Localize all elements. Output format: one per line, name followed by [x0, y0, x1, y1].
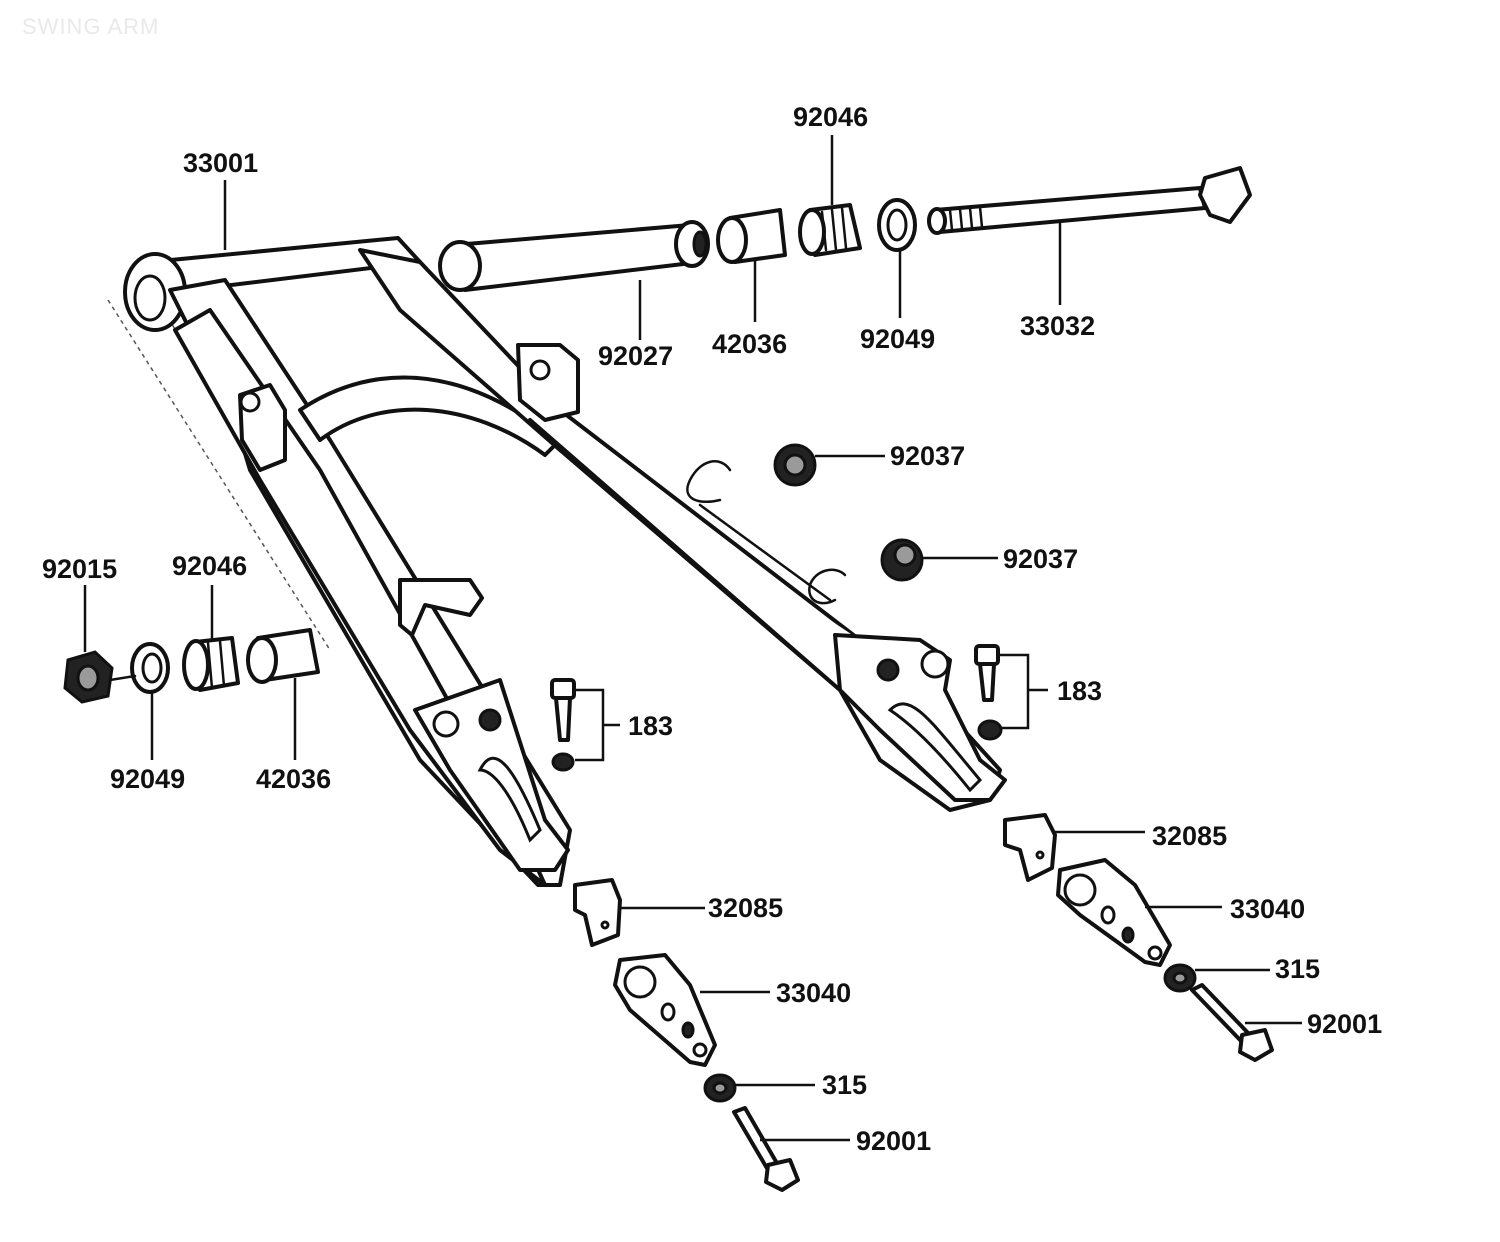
callout-92046-top: 92046	[793, 102, 868, 132]
bolt-183-right	[974, 644, 1003, 741]
callout-92001-right: 92001	[1307, 1009, 1382, 1039]
chain-adjuster-32085-left	[573, 878, 622, 947]
callout-92049-left: 92049	[110, 764, 185, 794]
axle-plate-33040-left	[613, 953, 717, 1067]
swing-arm-frame-icon	[107, 236, 1007, 887]
nut-315-left	[703, 1073, 737, 1103]
bolt-icon	[927, 166, 1252, 235]
hex-nut-icon	[63, 650, 114, 704]
callout-315-right: 315	[1275, 954, 1320, 984]
callout-32085-left: 32085	[708, 893, 783, 923]
callout-33040-right: 33040	[1230, 894, 1305, 924]
callout-315-left: 315	[822, 1070, 867, 1100]
callout-33001: 33001	[183, 148, 258, 178]
callout-32085-right: 32085	[1152, 821, 1227, 851]
collar-42036-top	[716, 208, 787, 264]
callout-92037-b: 92037	[1003, 544, 1078, 574]
nut-315-right	[1163, 963, 1197, 993]
oil-seal-92049-top	[877, 198, 917, 252]
nut-92037-b	[880, 538, 924, 582]
chain-adjuster-32085-right	[1003, 813, 1057, 882]
nut-92037-a	[773, 443, 817, 487]
axle-plate-33040-right	[1056, 858, 1172, 967]
needle-bearing-left-92046	[182, 636, 240, 692]
callout-42036-left: 42036	[256, 764, 331, 794]
callout-33032: 33032	[1020, 311, 1095, 341]
bolt-183-left	[550, 678, 576, 772]
callout-92001-left: 92001	[856, 1126, 931, 1156]
callout-92027: 92027	[598, 341, 673, 371]
collar-42036-left	[246, 628, 320, 684]
diagram-title: SWING ARM	[22, 14, 160, 39]
bolt-92001-left	[732, 1106, 800, 1192]
callout-33040-left: 33040	[776, 978, 851, 1008]
callout-183-left: 183	[628, 711, 673, 741]
callout-42036-top: 42036	[712, 329, 787, 359]
callout-183-right: 183	[1057, 676, 1102, 706]
callout-92037-a: 92037	[890, 441, 965, 471]
pivot-sleeve-92027	[438, 220, 710, 292]
callout-92046-left: 92046	[172, 551, 247, 581]
bolt-92001-right	[1190, 983, 1274, 1062]
oil-seal-92049-left	[130, 642, 170, 694]
callout-92049-top: 92049	[860, 324, 935, 354]
callout-92015: 92015	[42, 554, 117, 584]
needle-bearing-icon	[798, 203, 862, 257]
